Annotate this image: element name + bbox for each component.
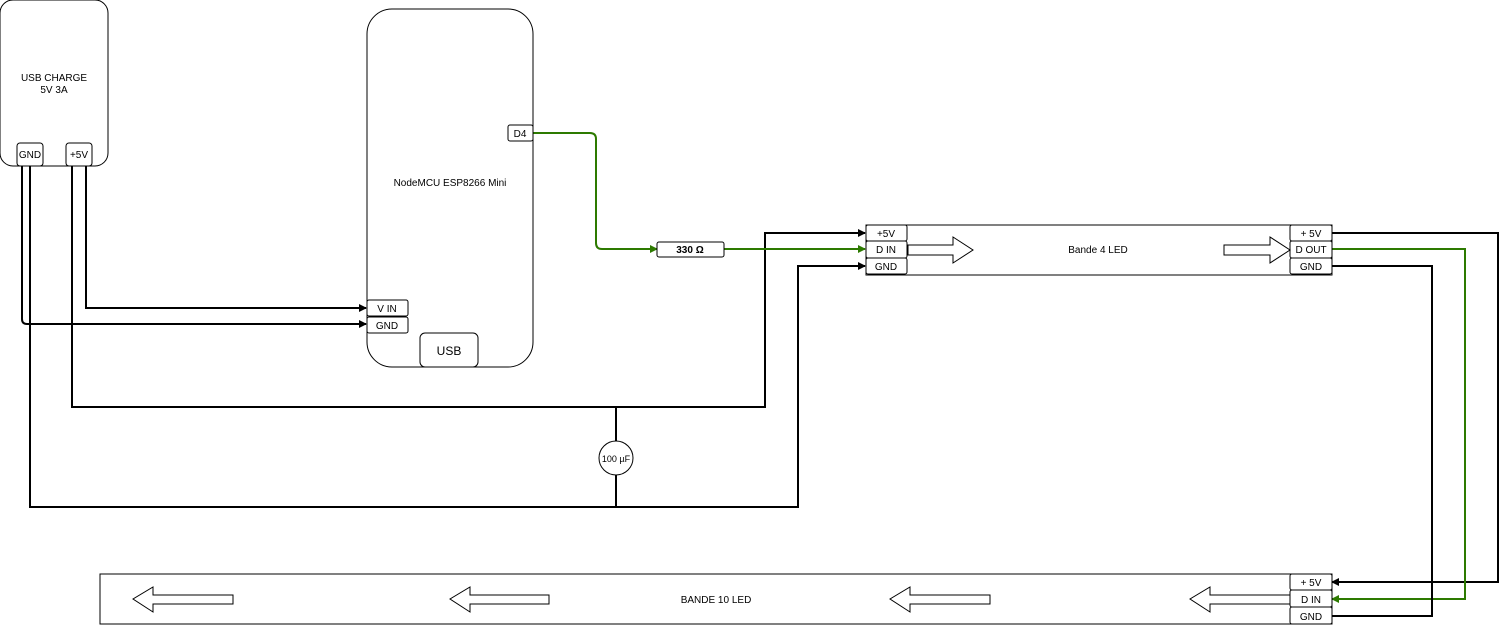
strip4-gnd-in-pin — [865, 257, 908, 275]
strip10-5v-label: + 5V — [1301, 578, 1322, 589]
nodemcu-d4-pin — [507, 124, 534, 142]
strip10-din-label: D IN — [1301, 595, 1321, 606]
strip4-din-label: D IN — [876, 245, 896, 256]
strip4-dout-label: D OUT — [1295, 245, 1326, 256]
led-strip-4: Bande 4 LED +5V D IN GND + 5V D OUT GND — [865, 224, 1333, 276]
resistor-label: 330 Ω — [676, 245, 703, 256]
wire-d4-to-resistor — [533, 132, 658, 253]
wire-gnd-rail-to-strip4 — [29, 166, 866, 508]
strip4-5v-out-label: + 5V — [1301, 229, 1322, 240]
wire-5v-rail-to-strip4 — [71, 166, 866, 408]
strip10-direction-arrow-icon — [132, 586, 234, 613]
strip10-direction-arrow-icon — [889, 586, 991, 613]
nodemcu-title: NodeMCU ESP8266 Mini — [394, 178, 507, 189]
wire-charger-5v-to-vin — [85, 166, 367, 312]
usb-charger-spec: 5V 3A — [40, 85, 68, 96]
nodemcu-gnd-pin — [366, 316, 409, 334]
capacitor: 100 µF — [598, 440, 634, 476]
capacitor-label: 100 µF — [602, 454, 631, 464]
wire-strip4-5v-to-strip10 — [1331, 232, 1499, 586]
usb-charger-gnd-pin — [16, 142, 44, 167]
led-strip-10: BANDE 10 LED + 5V D IN GND — [99, 573, 1333, 625]
strip10-gnd-label: GND — [1300, 612, 1322, 623]
wire-charger-gnd-to-mcu-gnd — [21, 166, 367, 328]
resistor: 330 Ω — [656, 241, 725, 258]
wires — [21, 132, 1499, 617]
nodemcu-board: NodeMCU ESP8266 Mini D4 V IN GND USB — [366, 8, 534, 368]
strip4-title: Bande 4 LED — [1068, 245, 1128, 256]
strip4-gnd-in-label: GND — [875, 262, 897, 273]
strip10-title: BANDE 10 LED — [681, 595, 752, 606]
strip4-direction-arrow-icon — [1223, 236, 1291, 264]
nodemcu-vin-pin — [366, 299, 409, 317]
strip10-direction-arrow-icon — [449, 586, 550, 613]
nodemcu-usb-label: USB — [437, 344, 462, 358]
wire-strip4-gnd-to-strip10 — [1332, 265, 1433, 617]
usb-charger-title: USB CHARGE — [21, 73, 87, 84]
wire-strip4-dout-to-strip10-din — [1331, 248, 1466, 603]
strip4-direction-arrow-icon — [907, 236, 974, 264]
nodemcu-d4-label: D4 — [514, 129, 527, 140]
usb-charger-5v-label: +5V — [70, 150, 88, 161]
nodemcu-vin-label: V IN — [377, 304, 396, 315]
nodemcu-usb-port — [419, 332, 479, 368]
usb-charger: USB CHARGE 5V 3A GND +5V — [0, 0, 109, 167]
strip4-5v-in-label: +5V — [877, 229, 895, 240]
usb-charger-gnd-label: GND — [19, 150, 41, 161]
strip10-gnd-pin — [1289, 606, 1333, 625]
strip4-gnd-out-pin — [1289, 257, 1333, 275]
nodemcu-gnd-label: GND — [376, 321, 398, 332]
strip10-direction-arrow-icon — [1189, 586, 1291, 613]
usb-charger-5v-pin — [65, 142, 93, 167]
strip4-gnd-out-label: GND — [1300, 262, 1322, 273]
